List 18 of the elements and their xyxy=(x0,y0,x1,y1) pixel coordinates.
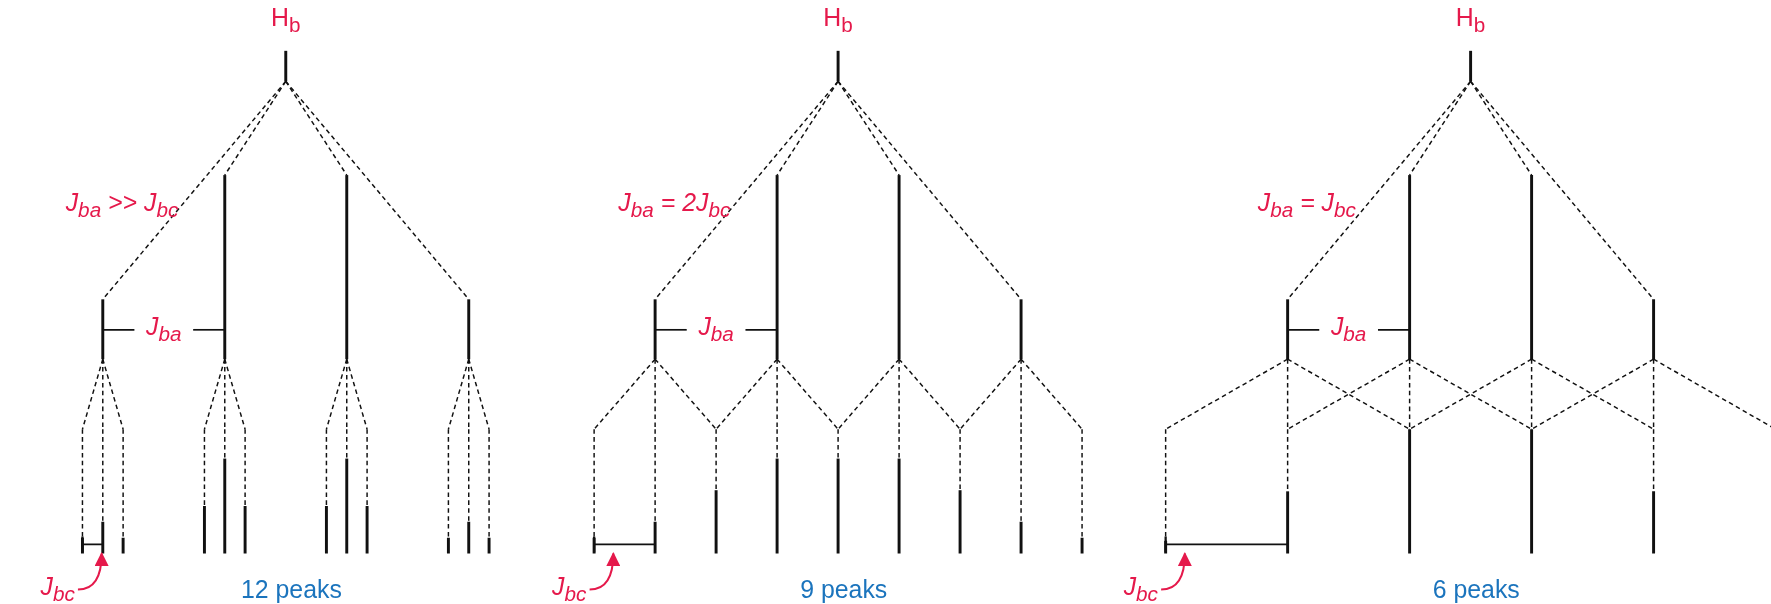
leader-arrow xyxy=(1161,552,1192,591)
coupling-constant-label: J$_{bc}$ xyxy=(1123,574,1158,604)
coupling-constant-label: J$_{bc}$ xyxy=(40,574,75,604)
proton-label: H$_{b}$ xyxy=(823,5,853,36)
peak-count: 9 peaks xyxy=(800,577,888,602)
peak-count: 12 peaks xyxy=(241,577,342,602)
coupling-constant-label: J$_{bc}$ xyxy=(552,574,587,604)
proton-label: H$_{b}$ xyxy=(1455,5,1486,36)
proton-label: H$_{b}$ xyxy=(271,5,301,36)
coupling-relation: J$_{ba}$ = 2J$_{bc}$ xyxy=(618,190,731,221)
coupling-relation: J$_{ba}$ >> J$_{bc}$ xyxy=(65,190,179,221)
coupling-relation: J$_{ba}$ = J$_{bc}$ xyxy=(1257,190,1356,221)
coupling-constant-label: J$_{ba}$ xyxy=(1330,314,1367,345)
leader-arrow xyxy=(77,552,109,591)
coupling-constant-label: J$_{ba}$ xyxy=(698,314,734,345)
peak-count: 6 peaks xyxy=(1432,577,1520,602)
coupling-constant-label: J$_{ba}$ xyxy=(146,314,182,345)
leader-arrow xyxy=(589,552,621,591)
